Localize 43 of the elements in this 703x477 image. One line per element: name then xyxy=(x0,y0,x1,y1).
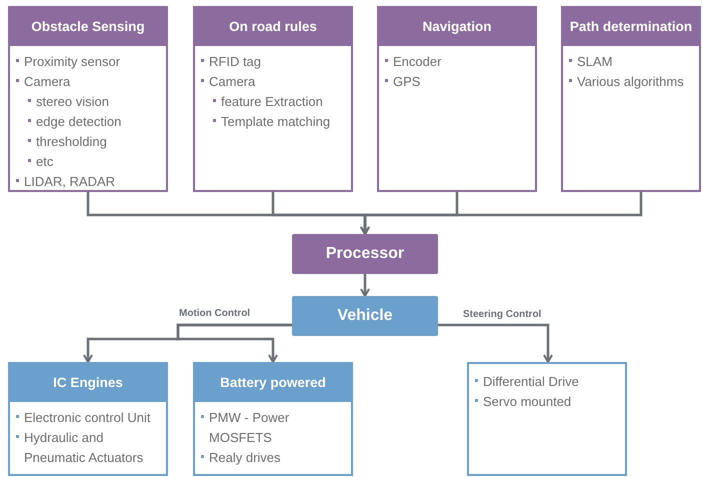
card-title: Obstacle Sensing xyxy=(31,18,145,36)
list-card xyxy=(561,6,701,192)
list-item: thresholding xyxy=(36,133,107,151)
connector-arrow xyxy=(438,324,553,363)
list-item: feature Extraction xyxy=(221,93,323,111)
list-card xyxy=(8,362,168,476)
list-item: Various algorithms xyxy=(577,73,684,91)
list-item: Camera xyxy=(24,73,70,91)
list-item: stereo vision xyxy=(36,93,109,111)
list-item: Template matching xyxy=(221,113,330,131)
card-title: Battery powered xyxy=(220,374,326,392)
list-item: SLAM xyxy=(577,53,612,71)
list-item: Encoder xyxy=(393,53,442,71)
box-title: Vehicle xyxy=(337,306,393,326)
list-card xyxy=(8,6,168,192)
list-item: edge detection xyxy=(36,113,122,131)
list-item: Camera xyxy=(209,73,256,91)
list-card xyxy=(377,6,537,192)
list-item: etc xyxy=(36,153,54,171)
list-item: PMW - Power MOSFETS xyxy=(209,409,290,447)
list-card xyxy=(193,6,353,192)
process-box xyxy=(292,296,438,336)
process-box xyxy=(292,234,438,274)
list-item: Proximity sensor xyxy=(24,53,120,71)
card-title: IC Engines xyxy=(53,374,123,392)
list-item: GPS xyxy=(393,73,420,91)
card-title: On road rules xyxy=(229,18,317,36)
connector-arrow xyxy=(360,274,370,297)
connector-arrow xyxy=(176,324,292,363)
list-item: Hydraulic and Pneumatic Actuators xyxy=(24,429,144,467)
list-item: Realy drives xyxy=(209,449,281,467)
list-item: RFID tag xyxy=(209,53,262,71)
box-title: Processor xyxy=(326,244,404,264)
list-item: Electronic control Unit xyxy=(24,409,150,427)
card-title: Navigation xyxy=(422,18,492,36)
card-title: Path determination xyxy=(570,18,692,36)
list-item: Differential Drive xyxy=(483,373,579,391)
list-card xyxy=(193,362,353,476)
connector-arrow xyxy=(360,192,642,235)
list-item: Servo mounted xyxy=(483,393,572,411)
edge-label: Steering Control xyxy=(462,307,542,322)
list-card xyxy=(467,362,627,476)
list-item: LIDAR, RADAR xyxy=(24,173,116,191)
